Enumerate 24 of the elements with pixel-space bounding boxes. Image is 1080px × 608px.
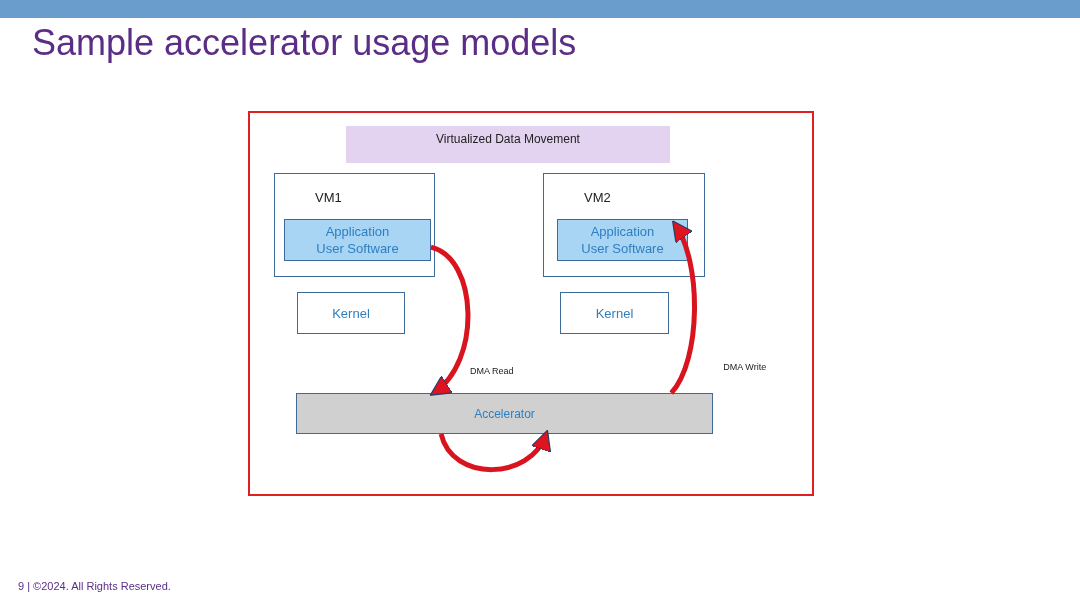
edge-label: DMA Write [721, 362, 769, 372]
vm-box [274, 173, 435, 277]
kernel-box [297, 292, 405, 334]
vm-box [543, 173, 705, 277]
curved-arrow [669, 220, 697, 395]
software-box [284, 219, 431, 261]
node-text: VM1 [315, 190, 342, 205]
node-text: Kernel [332, 305, 370, 321]
footer-text: 9 | ©2024. All Rights Reserved. [18, 580, 171, 592]
software-box [557, 219, 688, 261]
diagram-frame [248, 111, 814, 496]
edge-label: DMA Read [468, 366, 516, 377]
node-text: Accelerator [474, 406, 535, 421]
slide-title: Sample accelerator usage models [32, 22, 577, 64]
curved-arrow [438, 429, 549, 472]
curved-arrow [429, 244, 471, 397]
node-text: Virtualized Data Movement [436, 132, 580, 146]
node-text: Application User Software [580, 223, 665, 257]
node-text: VM2 [584, 190, 611, 205]
kernel-box [560, 292, 669, 334]
node-text: Application User Software [315, 223, 400, 257]
node-text: Kernel [595, 305, 634, 321]
accelerator-bar [296, 393, 713, 434]
header-band [346, 126, 670, 163]
